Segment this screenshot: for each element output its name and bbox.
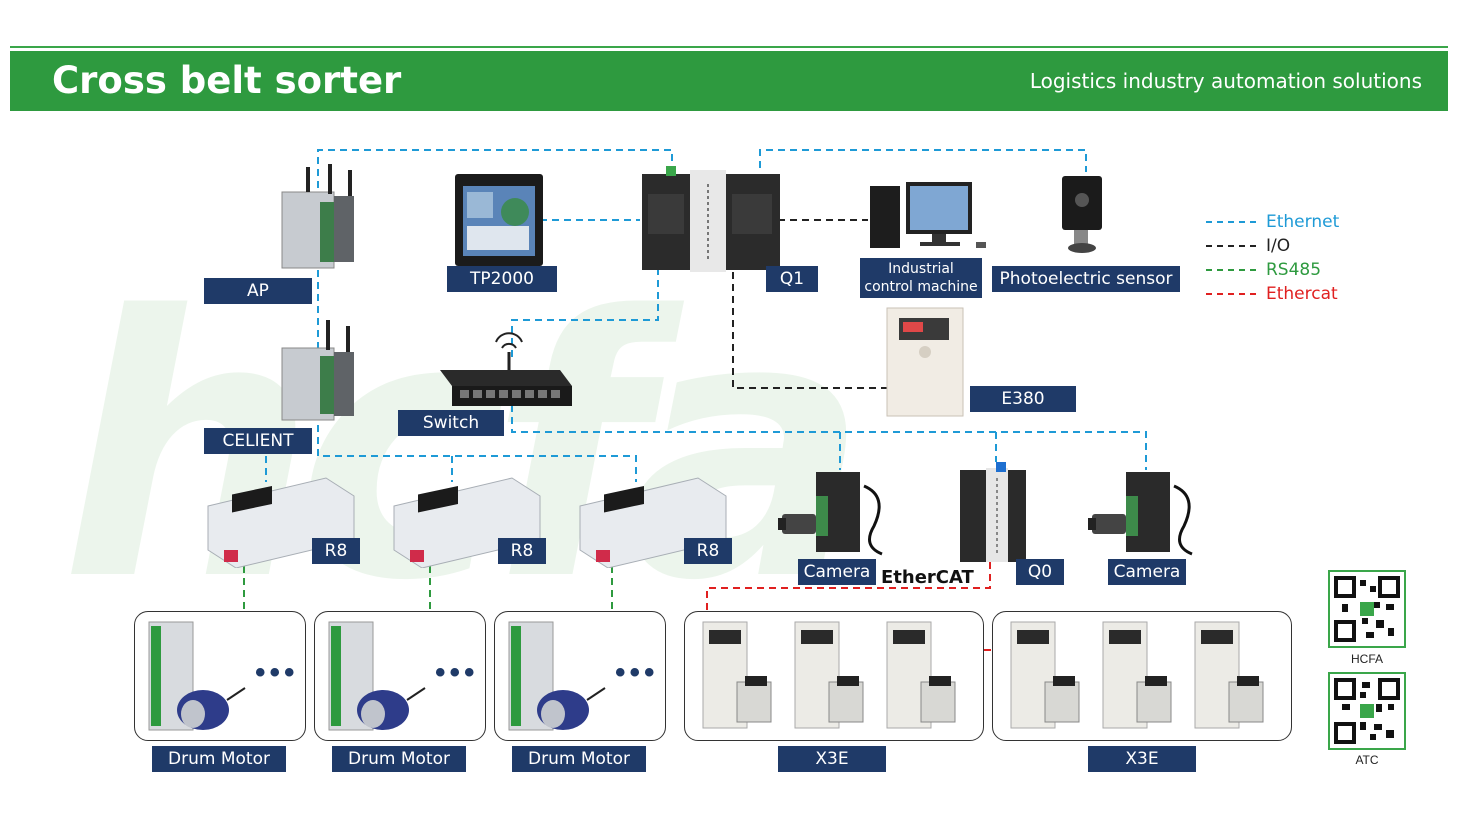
label-industrial-pc: Industrial control machine bbox=[860, 258, 982, 298]
page-title: Cross belt sorter bbox=[52, 59, 402, 102]
qr-code-hcfa bbox=[1328, 570, 1406, 648]
servo-drive-b bbox=[794, 621, 864, 729]
servo-drive-e bbox=[1102, 621, 1172, 729]
q0-plc bbox=[960, 462, 1026, 562]
legend-item-ethernet: Ethernet bbox=[1206, 210, 1339, 234]
ethernet-line-q1-switch bbox=[511, 268, 659, 362]
ethernet-line-q1-photo bbox=[759, 149, 1087, 172]
industrial-pc bbox=[870, 182, 986, 248]
label-drum-motor-2: Drum Motor bbox=[332, 746, 466, 772]
label-photoelectric-sensor: Photoelectric sensor bbox=[992, 266, 1180, 292]
header-rule bbox=[10, 46, 1448, 48]
drum-motor-2-image bbox=[328, 621, 426, 731]
camera-1 bbox=[778, 472, 883, 556]
x3e-panel-2 bbox=[992, 611, 1292, 741]
x3e-panel-1 bbox=[684, 611, 984, 741]
label-q0: Q0 bbox=[1016, 559, 1064, 585]
client-device bbox=[281, 320, 354, 421]
label-r8-2: R8 bbox=[498, 538, 546, 564]
page-subtitle: Logistics industry automation solutions bbox=[1029, 69, 1422, 93]
label-tp2000: TP2000 bbox=[447, 266, 557, 292]
ethercat-logo: EtherCAT bbox=[881, 567, 974, 588]
label-x3e-1: X3E bbox=[778, 746, 886, 772]
qr-caption-hcfa: HCFA bbox=[1350, 652, 1383, 666]
label-q1: Q1 bbox=[766, 266, 818, 292]
qr-pattern-hcfa bbox=[1334, 576, 1400, 642]
servo-drive-f bbox=[1194, 621, 1264, 729]
drum-motor-panel-3: ••• bbox=[494, 611, 666, 741]
label-ap: AP bbox=[204, 278, 312, 304]
photoelectric-sensor bbox=[1062, 176, 1102, 253]
label-r8-1: R8 bbox=[312, 538, 360, 564]
drum-motor-panel-2: ••• bbox=[314, 611, 486, 741]
qr-caption-atc: ATC bbox=[1355, 753, 1379, 767]
x3e-servo-group-1 bbox=[702, 621, 956, 729]
legend-item-rs485: RS485 bbox=[1206, 258, 1339, 282]
servo-drive-a bbox=[702, 621, 772, 729]
tp2000-hmi bbox=[455, 174, 543, 266]
brand-watermark: hcfa bbox=[60, 240, 869, 659]
ellipsis-2: ••• bbox=[435, 656, 479, 689]
label-switch: Switch bbox=[398, 410, 504, 436]
legend-swatch-rs485 bbox=[1206, 269, 1256, 271]
e380-inverter bbox=[886, 307, 964, 417]
legend-label-ethernet: Ethernet bbox=[1266, 212, 1340, 232]
q1-plc bbox=[642, 166, 780, 272]
label-drum-motor-1: Drum Motor bbox=[152, 746, 286, 772]
label-celient: CELIENT bbox=[204, 428, 312, 454]
label-camera-2: Camera bbox=[1108, 559, 1186, 585]
label-drum-motor-3: Drum Motor bbox=[512, 746, 646, 772]
label-industrial-pc-line2: control machine bbox=[864, 279, 978, 295]
ellipsis-3: ••• bbox=[615, 656, 659, 689]
label-r8-3: R8 bbox=[684, 538, 732, 564]
qr-code-atc bbox=[1328, 672, 1406, 750]
network-switch bbox=[440, 332, 572, 406]
legend-swatch-ethercat bbox=[1206, 293, 1256, 295]
legend-label-rs485: RS485 bbox=[1266, 260, 1322, 280]
qr-pattern-atc bbox=[1334, 678, 1400, 744]
drum-motor-1-image bbox=[148, 621, 246, 731]
label-industrial-pc-line1: Industrial bbox=[888, 261, 954, 277]
label-x3e-2: X3E bbox=[1088, 746, 1196, 772]
drum-motor-3-image bbox=[508, 621, 606, 731]
label-e380: E380 bbox=[970, 386, 1076, 412]
servo-drive-c bbox=[886, 621, 956, 729]
servo-drive-d bbox=[1010, 621, 1080, 729]
legend: Ethernet I/O RS485 Ethercat bbox=[1206, 210, 1339, 306]
legend-item-ethercat: Ethercat bbox=[1206, 282, 1339, 306]
legend-label-io: I/O bbox=[1266, 236, 1291, 256]
legend-item-io: I/O bbox=[1206, 234, 1339, 258]
drum-motor-panel-1: ••• bbox=[134, 611, 306, 741]
legend-label-ethercat: Ethercat bbox=[1266, 284, 1338, 304]
x3e-servo-group-2 bbox=[1010, 621, 1264, 729]
legend-swatch-io bbox=[1206, 245, 1256, 247]
ap-device bbox=[281, 164, 354, 269]
ethernet-line-ap-q1 bbox=[317, 149, 673, 200]
ethernet-line-switch-devices bbox=[511, 405, 1147, 470]
label-camera-1: Camera bbox=[798, 559, 876, 585]
legend-swatch-ethernet bbox=[1206, 221, 1256, 223]
io-line-q1-e380 bbox=[732, 272, 888, 389]
header-bar: Cross belt sorter Logistics industry aut… bbox=[10, 51, 1448, 111]
camera-2 bbox=[1088, 472, 1193, 556]
ellipsis-1: ••• bbox=[255, 656, 299, 689]
ethernet-line-celient-r8 bbox=[317, 425, 637, 482]
